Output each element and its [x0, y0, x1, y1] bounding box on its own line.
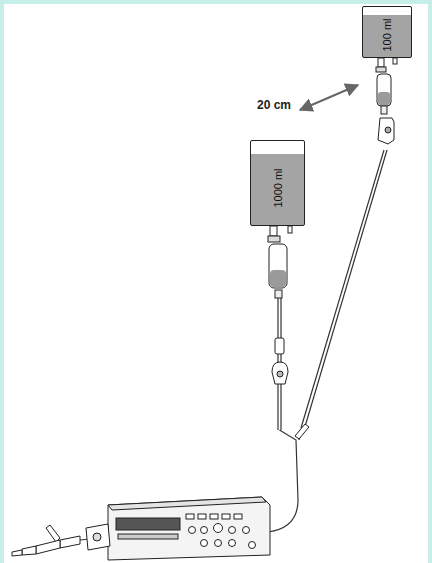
volume-label: 100 ml [381, 18, 393, 51]
tubing [80, 85, 387, 540]
drawing-ground: 100 ml 1000 ml 20 cm [4, 4, 428, 563]
infusion-pump [86, 497, 270, 560]
luer-connector [12, 525, 80, 556]
iv-bag: 1000 ml [250, 140, 305, 226]
iv-illustration [4, 4, 428, 563]
iv-bag: 100 ml [362, 6, 412, 58]
secondary-drip-set [376, 58, 397, 144]
dimension-label: 20 cm [257, 98, 291, 112]
volume-label: 1000 ml [272, 168, 284, 207]
primary-drip-set [268, 226, 309, 439]
